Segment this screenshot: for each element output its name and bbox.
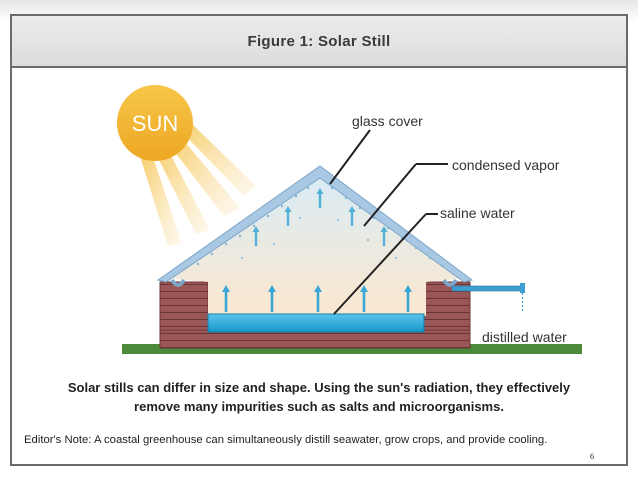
outlet-pipe (451, 285, 523, 292)
page-number: 6 (590, 452, 594, 461)
sun-rays (140, 122, 256, 246)
figure-panel: Figure 1: Solar Still (10, 14, 628, 466)
right-gutter (442, 278, 458, 287)
figure-title: Figure 1: Solar Still (247, 32, 391, 50)
figure-title-bar: Figure 1: Solar Still (12, 16, 626, 68)
left-gutter (170, 278, 186, 287)
ground-strip (122, 344, 582, 354)
evaporation-arrows (222, 188, 412, 312)
editors-note: Editor's Note: A coastal greenhouse can … (24, 434, 548, 446)
sun-icon (117, 85, 193, 161)
caption-line-2: remove many impurities such as salts and… (134, 399, 504, 414)
glass-cover (156, 165, 474, 283)
label-saline-water: saline water (440, 205, 515, 221)
label-glass-cover: glass cover (352, 113, 423, 129)
label-condensed-vapor: condensed vapor (452, 157, 560, 173)
condensation-droplets (196, 186, 444, 268)
pipe-cap (520, 283, 525, 293)
vapor-chamber (164, 172, 466, 316)
label-distilled-water: distilled water (482, 329, 567, 345)
solar-still-diagram: SUN (117, 85, 582, 354)
caption-line-1: Solar stills can differ in size and shap… (67, 380, 571, 395)
label-leaders (329, 129, 448, 315)
sun-label: SUN (132, 111, 178, 136)
saline-water-pool (207, 313, 425, 333)
